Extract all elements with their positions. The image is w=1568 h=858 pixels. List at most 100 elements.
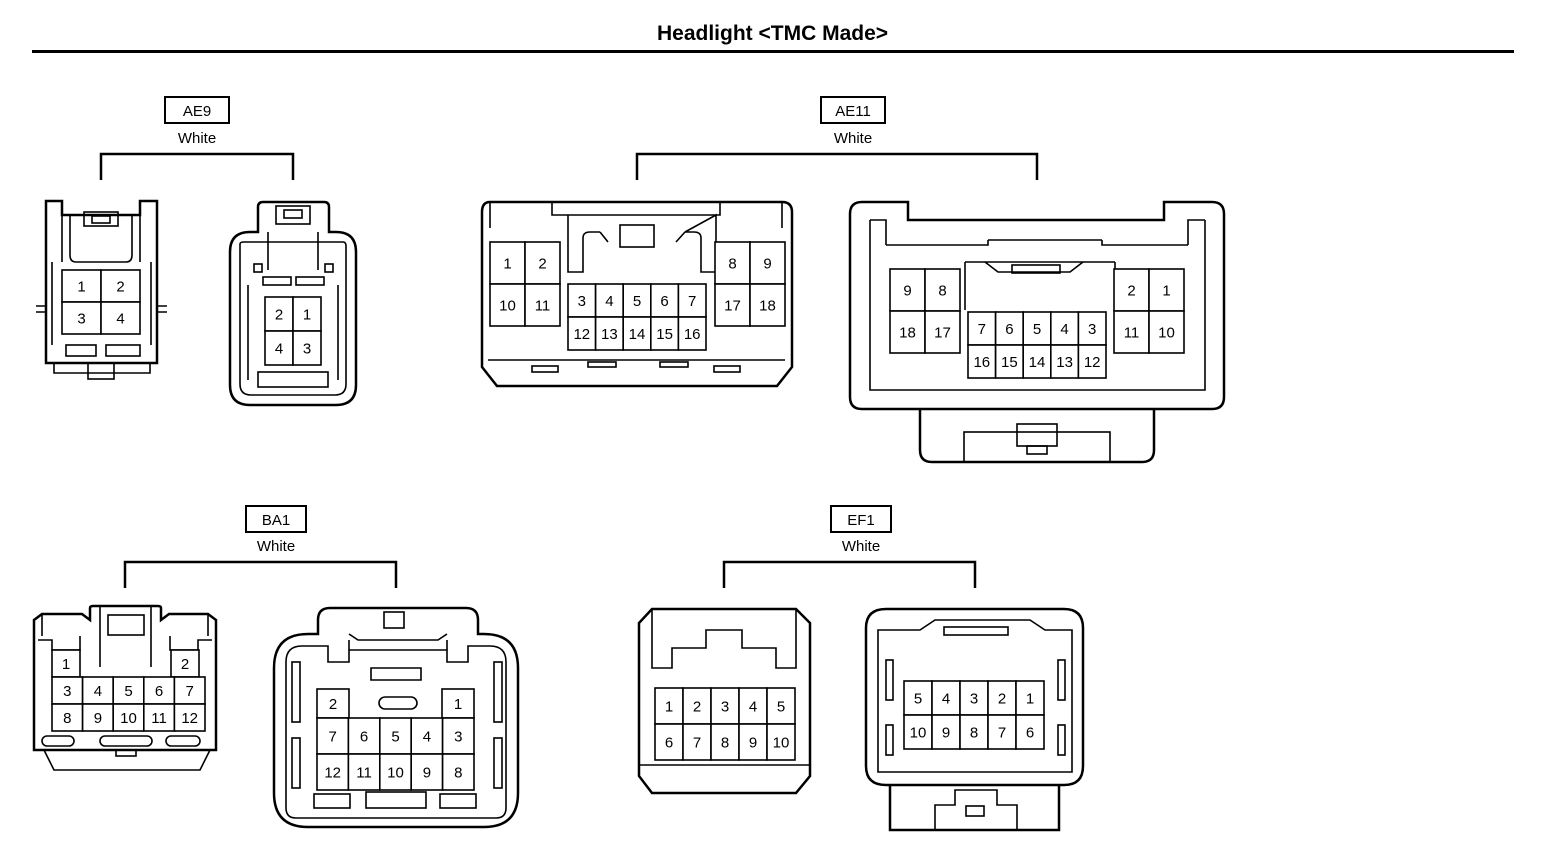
terminal-cell-ef1-left [710, 723, 740, 761]
terminal-pin-ae9-left: 2 [116, 279, 124, 296]
terminal-cell-ba1-right [410, 753, 444, 791]
terminal-pin-ae11-left: 16 [684, 326, 701, 343]
terminal-pin-ae11-left: 8 [728, 256, 736, 273]
terminal-cell-ba1-right [441, 688, 475, 719]
terminal-pin-ef1-left: 9 [749, 735, 757, 752]
terminal-pin-ae11-right: 18 [899, 325, 916, 342]
title-rule [32, 50, 1514, 53]
terminal-cell-ae11-left [622, 316, 652, 351]
terminal-pin-ae11-left: 18 [759, 298, 776, 315]
terminal-pin-ae11-left: 10 [499, 298, 516, 315]
terminal-cell-ae11-left [749, 241, 786, 285]
terminal-cell-ba1-left [112, 703, 145, 732]
terminal-pin-ae11-left: 1 [503, 256, 511, 273]
terminal-pin-ae11-right: 9 [903, 283, 911, 300]
connector-code-ae9: AE9 [164, 96, 230, 124]
terminal-pin-ba1-right: 4 [423, 729, 431, 746]
terminal-pin-ae9-left: 4 [116, 311, 124, 328]
bracket-ae9 [99, 152, 295, 180]
terminal-pin-ae11-right: 17 [934, 325, 951, 342]
terminal-cell-ef1-right [959, 680, 989, 716]
terminal-pin-ef1-right: 1 [1026, 691, 1034, 708]
terminal-pin-ef1-left: 5 [777, 699, 785, 716]
terminal-cell-ae9-left [100, 301, 141, 335]
terminal-cell-ef1-right [1015, 680, 1045, 716]
terminal-pin-ef1-left: 1 [665, 699, 673, 716]
bracket-ba1 [123, 560, 398, 588]
terminal-pin-ef1-left: 3 [721, 699, 729, 716]
terminal-pin-ba1-left: 9 [94, 710, 102, 727]
terminal-pin-ae11-left: 15 [656, 326, 673, 343]
terminal-cell-ba1-left [51, 703, 84, 732]
terminal-cell-ef1-right [931, 714, 961, 750]
terminal-pin-ae11-right: 14 [1029, 354, 1046, 371]
terminal-pin-ef1-left: 6 [665, 735, 673, 752]
terminal-pin-ba1-right: 8 [454, 765, 462, 782]
terminal-pin-ef1-left: 8 [721, 735, 729, 752]
connector-ae11-right [848, 200, 1226, 464]
terminal-cell-ae9-right [292, 296, 322, 332]
terminal-pin-ae11-left: 12 [573, 326, 590, 343]
terminal-cell-ba1-left [143, 676, 176, 705]
terminal-cell-ae11-right [1077, 311, 1107, 346]
terminal-cell-ba1-right [441, 717, 475, 755]
terminal-cell-ae9-right [292, 330, 322, 366]
connector-ef1-left [637, 607, 812, 795]
terminal-pin-ae11-right: 3 [1088, 321, 1096, 338]
terminal-cell-ae11-left [714, 241, 751, 285]
terminal-pin-ae11-left: 14 [629, 326, 646, 343]
terminal-pin-ba1-right: 9 [423, 765, 431, 782]
connector-color-ba1: White [256, 538, 296, 555]
terminal-pin-ba1-left: 1 [62, 656, 70, 673]
connector-ba1-right [272, 606, 520, 829]
terminal-pin-ae11-left: 7 [688, 293, 696, 310]
terminal-cell-ae11-right [1022, 311, 1052, 346]
terminal-cell-ba1-left [51, 649, 81, 678]
terminal-pin-ae9-left: 3 [77, 311, 85, 328]
terminal-pin-ef1-left: 2 [693, 699, 701, 716]
terminal-pin-ef1-left: 10 [773, 735, 790, 752]
terminal-pin-ef1-right: 5 [914, 691, 922, 708]
terminal-pin-ae11-right: 10 [1158, 325, 1175, 342]
terminal-pin-ae9-right: 1 [303, 307, 311, 324]
terminal-cell-ba1-right [316, 688, 350, 719]
terminal-pin-ae11-left: 13 [601, 326, 618, 343]
terminal-pin-ba1-right: 5 [391, 729, 399, 746]
terminal-cell-ef1-right [1015, 714, 1045, 750]
terminal-cell-ae11-left [567, 283, 597, 318]
terminal-cell-ae11-right [1148, 310, 1185, 354]
terminal-pin-ba1-right: 1 [454, 696, 462, 713]
connector-code-ef1: EF1 [830, 505, 892, 533]
terminal-pin-ae9-right: 4 [275, 341, 283, 358]
terminal-cell-ba1-left [51, 676, 84, 705]
terminal-cell-ba1-left [173, 703, 206, 732]
terminal-pin-ae11-left: 17 [724, 298, 741, 315]
terminal-pin-ae11-left: 5 [633, 293, 641, 310]
terminal-cell-ef1-right [903, 680, 933, 716]
terminal-pin-ba1-left: 10 [120, 710, 137, 727]
terminal-pin-ae9-left: 1 [77, 279, 85, 296]
terminal-pin-ae11-right: 7 [978, 321, 986, 338]
terminal-pin-ae11-right: 8 [938, 283, 946, 300]
terminal-pin-ae11-right: 12 [1084, 354, 1101, 371]
terminal-pin-ae11-left: 4 [605, 293, 613, 310]
terminal-pin-ef1-right: 2 [998, 691, 1006, 708]
terminal-cell-ef1-left [766, 723, 796, 761]
terminal-pin-ba1-right: 12 [324, 765, 341, 782]
terminal-pin-ae11-left: 3 [578, 293, 586, 310]
terminal-pin-ef1-right: 7 [998, 725, 1006, 742]
terminal-cell-ae11-left [714, 283, 751, 327]
terminal-cell-ef1-left [738, 723, 768, 761]
terminal-cell-ba1-right [316, 753, 350, 791]
terminal-pin-ae11-right: 4 [1060, 321, 1068, 338]
terminal-pin-ba1-left: 3 [63, 683, 71, 700]
terminal-cell-ae11-left [677, 316, 707, 351]
terminal-cell-ae11-left [489, 283, 526, 327]
page-title: Headlight <TMC Made> [656, 22, 889, 45]
terminal-pin-ae11-right: 5 [1033, 321, 1041, 338]
terminal-cell-ae11-right [1148, 268, 1185, 312]
terminal-cell-ae11-right [924, 268, 961, 312]
terminal-pin-ae11-right: 2 [1127, 283, 1135, 300]
terminal-cell-ae11-right [1050, 311, 1080, 346]
terminal-cell-ef1-right [903, 714, 933, 750]
